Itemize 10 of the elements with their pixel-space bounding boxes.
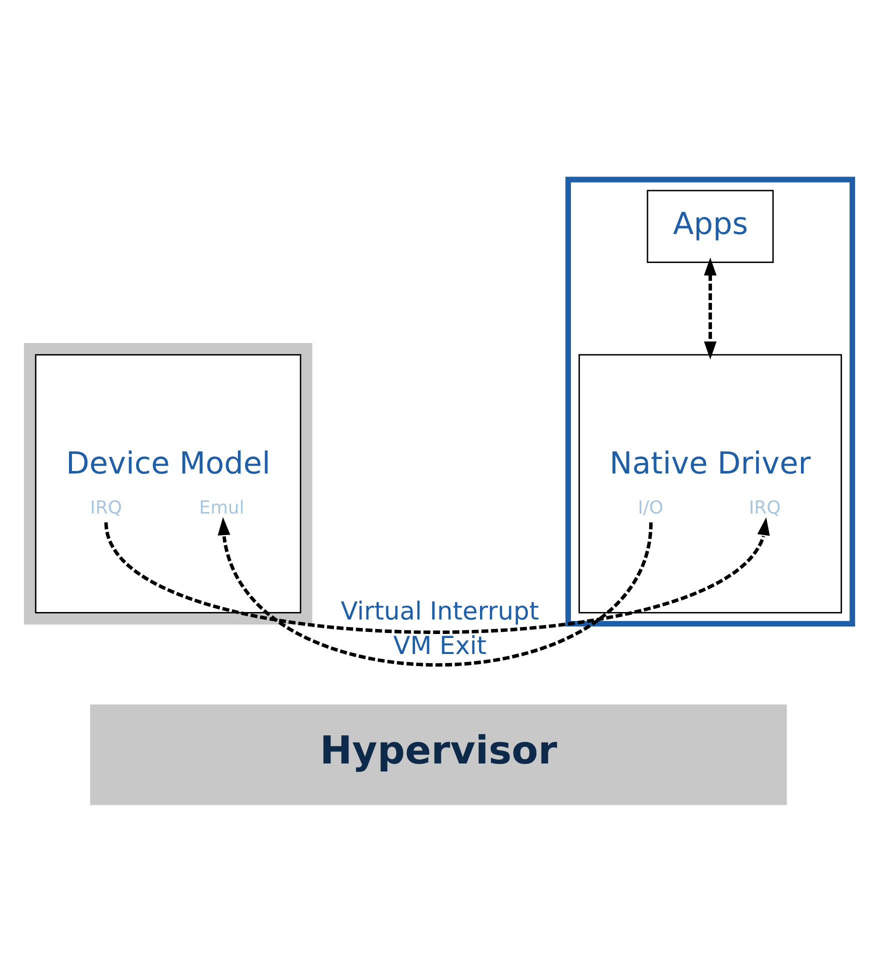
arrow xyxy=(704,257,717,360)
node-box: Native Driver I/O IRQ xyxy=(578,354,842,614)
arrow xyxy=(104,517,770,634)
edge-label: Virtual Interrupt xyxy=(340,596,540,626)
node-box: Apps xyxy=(646,190,774,264)
arrow xyxy=(218,517,653,666)
node-box: Hypervisor xyxy=(90,704,787,806)
cluster xyxy=(565,176,856,627)
edge-label: VM Exit xyxy=(393,630,487,660)
node-box: Device Model IRQ Emul xyxy=(34,354,302,614)
